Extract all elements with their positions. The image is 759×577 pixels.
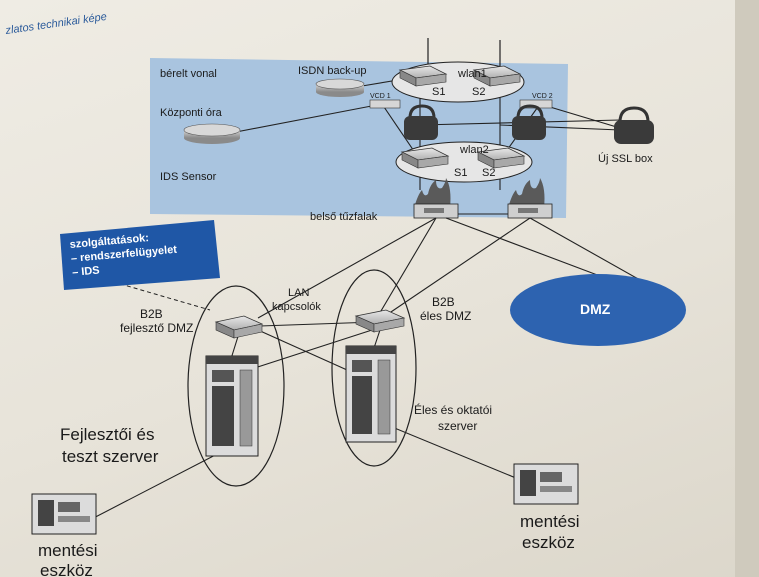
uj-ssl-box-label: Új SSL box xyxy=(598,152,653,165)
wlan1-switch-s2 xyxy=(472,65,522,87)
services-box xyxy=(60,220,220,290)
lan-switch-left xyxy=(214,315,264,339)
firewalls-label: belső tűzfalak xyxy=(310,211,378,223)
backup-left-line1: mentési xyxy=(38,541,98,560)
dev-server-rack xyxy=(205,355,259,457)
b2b-live-line1: B2B xyxy=(432,295,455,309)
b2b-live-ellipse xyxy=(331,269,417,467)
ssl-box-lock-icon xyxy=(614,106,654,144)
services-item-2: – IDS xyxy=(72,265,100,279)
dev-server-line2: teszt szerver xyxy=(62,447,159,466)
wlan1-label: wlan1 xyxy=(457,68,487,80)
padlock-left-icon xyxy=(404,104,438,140)
b2b-dev-ellipse xyxy=(187,285,285,487)
wlan2-s2-label: S2 xyxy=(482,167,495,179)
isdn-backup-label: ISDN back-up xyxy=(298,65,366,77)
lan-switch-right xyxy=(354,309,406,333)
backup-device-left xyxy=(31,493,97,535)
central-clock-device xyxy=(183,123,241,144)
lan-label-line2: kapcsolók xyxy=(272,301,321,313)
backup-left-line2: eszköz xyxy=(40,561,93,577)
wlan2-switch-s2 xyxy=(476,147,526,169)
live-server-rack xyxy=(345,345,397,443)
firewall-downlinks xyxy=(257,217,641,319)
isdn-backup-device xyxy=(315,78,365,97)
vcd1-label: VCD 1 xyxy=(370,93,391,100)
ids-sensor-label: IDS Sensor xyxy=(160,171,217,183)
backup-right-line1: mentési xyxy=(520,512,580,531)
vcd2-label: VCD 2 xyxy=(532,93,553,100)
wlan1-s2-label: S2 xyxy=(472,86,485,98)
berelt-vonal-label: bérelt vonal xyxy=(160,68,217,80)
firewall-left-icon xyxy=(413,178,459,219)
lan-label-line1: LAN xyxy=(288,287,309,299)
page-edge xyxy=(735,0,759,577)
b2b-live-line2: éles DMZ xyxy=(420,309,471,323)
dmz-label: DMZ xyxy=(580,301,611,317)
live-server-line1: Éles és oktatói xyxy=(414,402,492,417)
padlock-right-icon xyxy=(512,104,546,140)
b2b-dev-line2: fejlesztő DMZ xyxy=(120,321,193,335)
page-header-text: zlatos technikai képe xyxy=(4,11,108,37)
wlan1-switch-s1 xyxy=(398,65,448,87)
dev-server-line1: Fejlesztői és xyxy=(60,425,154,444)
backup-device-right xyxy=(513,463,579,505)
vcd1-device xyxy=(369,99,401,109)
services-dashed-link xyxy=(99,277,211,311)
wlan1-s1-label: S1 xyxy=(432,86,445,98)
wlan2-switch-s1 xyxy=(400,147,450,169)
wlan2-s1-label: S1 xyxy=(454,167,467,179)
wlan2-label: wlan2 xyxy=(459,144,489,156)
kozponti-ora-label: Központi óra xyxy=(160,107,223,119)
b2b-dev-line1: B2B xyxy=(140,307,163,321)
live-server-line2: szerver xyxy=(438,419,477,433)
backup-right-line2: eszköz xyxy=(522,533,575,552)
dmz-ellipse xyxy=(510,274,686,346)
